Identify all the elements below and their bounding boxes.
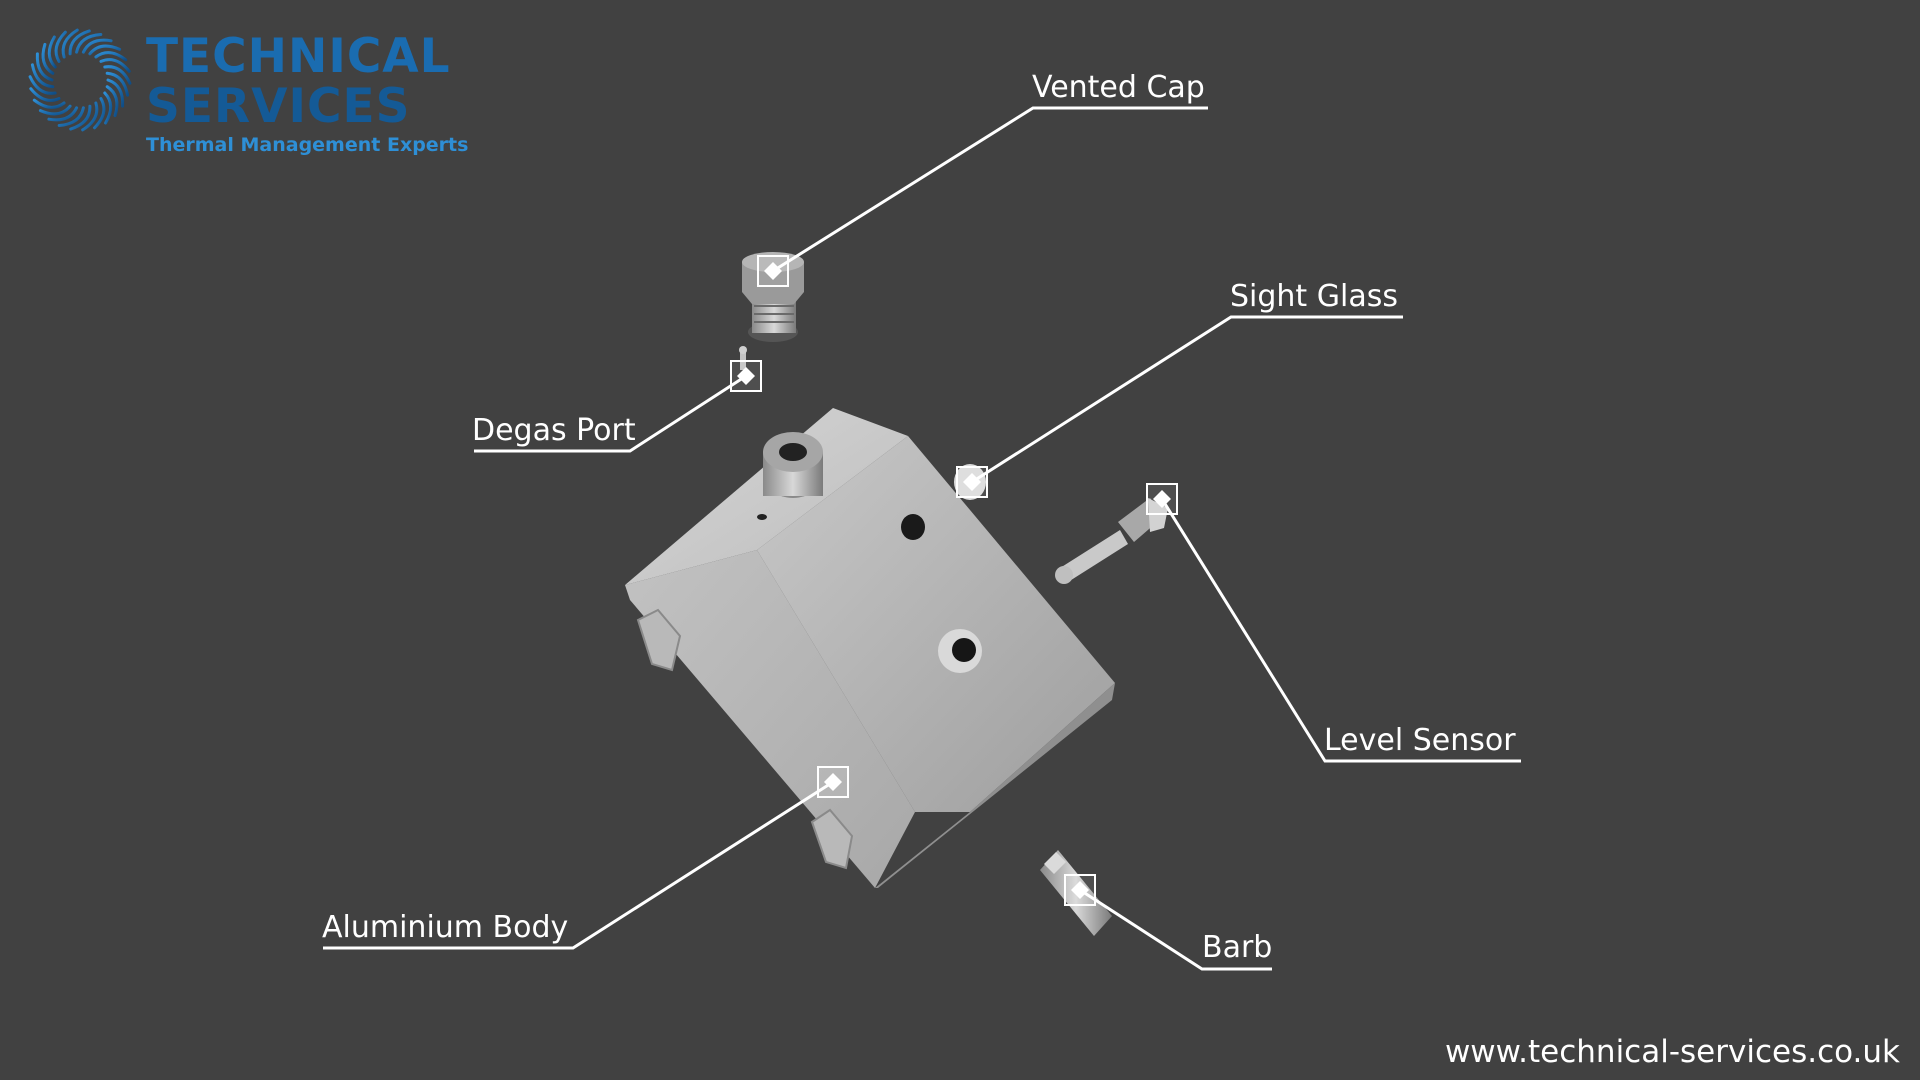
callout-sight-glass: Sight Glass xyxy=(1230,279,1398,314)
leader-line-barb xyxy=(1079,888,1272,971)
diamond-marker-icon xyxy=(757,255,789,287)
callout-aluminium-body: Aluminium Body xyxy=(322,910,569,945)
swirl-stroke xyxy=(103,65,132,85)
diamond-marker-icon xyxy=(1064,874,1096,906)
callout-barb: Barb xyxy=(1202,930,1273,965)
brand-name-line2: SERVICES xyxy=(146,79,411,134)
callout-level-sensor: Level Sensor xyxy=(1324,723,1516,758)
swirl-stroke xyxy=(68,29,91,56)
swirl-stroke xyxy=(32,98,66,109)
swirl-stroke xyxy=(99,58,131,73)
aluminium-body-shape xyxy=(625,408,1115,888)
swirl-stroke xyxy=(105,85,119,118)
swirl-stroke xyxy=(30,63,55,89)
leader-line-degas-port xyxy=(474,374,747,453)
brand-logo[interactable]: TECHNICAL SERVICES Thermal Management Ex… xyxy=(28,28,468,168)
swirl-stroke xyxy=(105,71,130,97)
brand-name-line1: TECHNICAL xyxy=(146,29,451,84)
swirl-stroke xyxy=(103,91,113,125)
swirl-stroke xyxy=(81,101,99,132)
swirl-stroke xyxy=(61,28,79,59)
swirl-stroke xyxy=(29,87,61,102)
leader-line-vented-cap xyxy=(772,106,1208,273)
diamond-marker-icon xyxy=(730,360,762,392)
callout-vented-cap: Vented Cap xyxy=(1032,70,1205,105)
swirl-stroke xyxy=(28,75,57,95)
swirl-stroke xyxy=(94,51,128,62)
leader-line-sight-glass xyxy=(971,315,1403,484)
swirl-stroke xyxy=(47,35,57,69)
diamond-marker-icon xyxy=(817,766,849,798)
swirl-stroke xyxy=(57,106,85,127)
swirl-stroke xyxy=(41,42,55,75)
swirl-stroke xyxy=(93,97,106,130)
swirl-ring-icon xyxy=(28,28,132,132)
brand-tagline: Thermal Management Experts xyxy=(146,134,469,156)
callout-degas-port: Degas Port xyxy=(472,413,636,448)
swirl-stroke xyxy=(69,104,92,131)
swirl-stroke xyxy=(81,38,113,54)
diamond-marker-icon xyxy=(956,466,988,498)
swirl-stroke xyxy=(106,78,125,108)
swirl-stroke xyxy=(47,106,79,122)
leader-line-level-sensor xyxy=(1160,498,1521,763)
swirl-stroke xyxy=(35,52,54,82)
swirl-stroke xyxy=(54,30,67,63)
website-url[interactable]: www.technical-services.co.uk xyxy=(1444,1034,1900,1070)
swirl-stroke xyxy=(75,33,103,54)
swirl-stroke xyxy=(88,44,122,56)
leader-line-aluminium-body xyxy=(323,780,834,950)
swirl-stroke xyxy=(38,104,72,116)
diamond-marker-icon xyxy=(1146,483,1178,515)
